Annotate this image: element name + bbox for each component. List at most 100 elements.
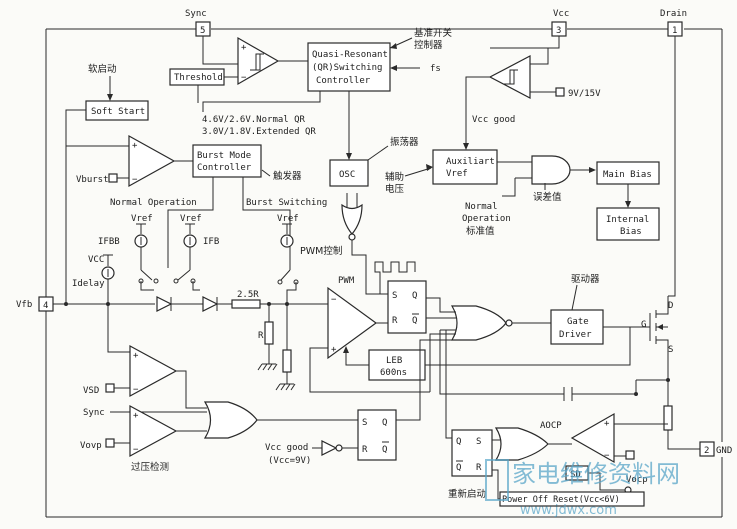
vsd-comparator: + − [129, 344, 178, 398]
soft-start-block: Soft Start [85, 100, 149, 121]
svg-text:Q: Q [456, 437, 461, 447]
pwm-label: PWM [338, 276, 355, 286]
diode-1 [156, 296, 173, 312]
normal-op-1: Normal [465, 202, 498, 212]
burst-comparator: + − [128, 134, 176, 188]
power-off-reset-block: Power Off Reset(Vcc<6V) [499, 491, 645, 507]
svg-text:+: + [133, 351, 139, 361]
vcc-comparator [488, 55, 531, 99]
svg-text:Q: Q [412, 291, 417, 301]
aux-line1: Auxiliart [446, 157, 495, 167]
pin-drain: Drain 1 [660, 9, 687, 37]
osc-label: OSC [339, 170, 355, 180]
ifbb-label: IFBB [98, 237, 120, 247]
burst-switching-label: Burst Switching [246, 198, 327, 208]
pin-vcc: Vcc 3 [551, 9, 569, 37]
sd-label: SD [570, 470, 581, 480]
or-gate-bottom [203, 401, 258, 439]
osc-cn: 振荡器 [390, 136, 419, 148]
fs-label: fs [430, 64, 441, 74]
sr-latch-restart: Q S Q R [451, 429, 493, 477]
pin-vfb-label: Vfb [16, 300, 32, 310]
vcc-good2-2: (Vcc=9V) [268, 456, 311, 466]
pin-vfb: Vfb 4 [16, 296, 54, 312]
vref-source-1: Vref [131, 214, 153, 270]
svg-text:Q: Q [382, 418, 387, 428]
ifb-label: IFB [203, 237, 219, 247]
aux-vref-block: Auxiliart Vref [432, 149, 498, 185]
leb-line1: LEB [386, 356, 402, 366]
qr-mode-normal: 4.6V/2.6V.Normal QR [202, 115, 306, 125]
vcc-src-label: VCC [88, 255, 104, 265]
vref1-label: Vref [131, 214, 153, 224]
watermark: 家电维修资料网 www.jdwx.com [485, 459, 680, 518]
svg-text:R: R [476, 463, 482, 473]
qr-line3: Controller [316, 76, 371, 86]
r-2-5-label: 2.5R [237, 290, 259, 300]
restart-cn: 重新启动 [448, 488, 486, 500]
watermark-text: 家电维修资料网 [512, 460, 680, 488]
watermark-url: www.jdwx.com [520, 503, 617, 518]
svg-text:S: S [362, 418, 367, 428]
soft-start-label: Soft Start [91, 107, 145, 117]
drain-d-label: D [668, 301, 673, 311]
main-bias-block: Main Bias [596, 161, 660, 185]
internal-line1: Internal [606, 215, 649, 225]
pin-sync-number: 5 [200, 26, 205, 36]
vcc-good2-1: Vcc good [265, 443, 308, 453]
inverter-vcc-good [321, 440, 343, 456]
sr-latch-shutdown: S Q R Q [357, 409, 397, 461]
svg-text:Q: Q [382, 445, 387, 455]
idelay-source: VCC Idelay [72, 254, 115, 304]
svg-text:−: − [133, 385, 139, 395]
aocp-label: AOCP [540, 421, 562, 431]
aux-cn1: 辅助 [385, 171, 404, 183]
svg-text:S: S [476, 437, 481, 447]
osc-block: OSC [329, 159, 369, 187]
svg-text:+: + [604, 419, 610, 429]
svg-text:−: − [132, 175, 138, 185]
r-label: R [258, 331, 264, 341]
qr-mode-extended: 3.0V/1.8V.Extended QR [202, 127, 316, 137]
capacitor [563, 387, 573, 401]
svg-text:−: − [604, 451, 610, 461]
svg-text:+: + [132, 141, 138, 151]
power-mosfet: D G S [641, 296, 673, 358]
chip-outline [45, 28, 723, 518]
vref-source-2: Vref IFB [180, 214, 219, 270]
driver-cn: 驱动器 [571, 274, 600, 285]
normal-operation-label: Normal Operation [110, 198, 197, 208]
qr-controller-block: Quasi-Resonant (QR)Switching Controller [307, 42, 391, 92]
vcc-level-label: 9V/15V [568, 89, 601, 99]
svg-text:+: + [331, 345, 337, 355]
pin-gnd-label: GND [716, 446, 732, 456]
qr-cn-label-2: 控制器 [414, 39, 443, 51]
pin-vcc-number: 3 [556, 26, 561, 36]
svg-text:−: − [133, 445, 139, 455]
threshold-block: Threshold [169, 68, 225, 86]
internal-line2: Bias [620, 227, 642, 237]
pwm-comparator: − + [327, 286, 378, 360]
sync-in-label: Sync [83, 408, 105, 418]
svg-text:−: − [241, 73, 247, 83]
qr-cn-label-1: 基准开关 [414, 27, 453, 39]
vref2-label: Vref [180, 214, 202, 224]
pin-vfb-number: 4 [43, 301, 48, 311]
svg-text:Q: Q [412, 316, 417, 326]
pin-sync-label: Sync [185, 9, 207, 19]
aocp-comparator: + − [570, 412, 615, 464]
sync-comparator: + − [237, 36, 280, 86]
pin-drain-number: 1 [672, 26, 677, 36]
burst-line1: Burst Mode [197, 151, 251, 161]
svg-text:S: S [392, 291, 397, 301]
burst-line2: Controller [197, 163, 252, 173]
aux-line2: Vref [446, 169, 468, 179]
idelay-label: Idelay [72, 279, 105, 289]
gate-line1: Gate [567, 317, 589, 327]
output-nor-gate [450, 305, 513, 341]
aocp-or-gate [494, 427, 549, 461]
vref3-label: Vref [277, 214, 299, 224]
vocp-label: Vocp [626, 475, 648, 485]
